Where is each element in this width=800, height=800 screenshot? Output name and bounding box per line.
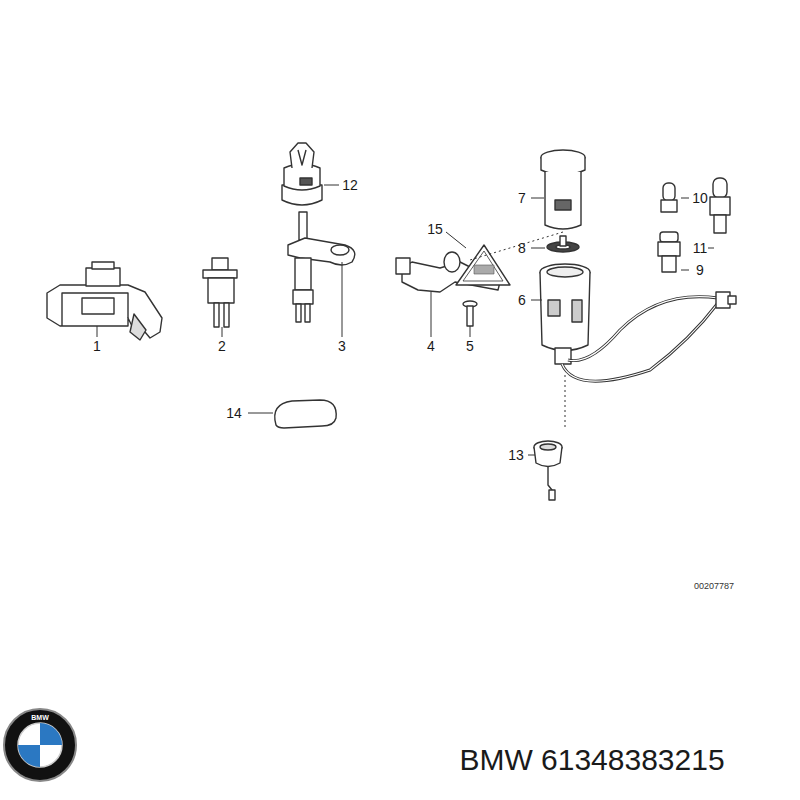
callout-number: 3 — [338, 339, 346, 353]
callout-number: 14 — [226, 406, 242, 420]
leader-lines — [97, 185, 714, 455]
callout-number: 13 — [508, 448, 524, 462]
brand-logo — [4, 709, 76, 781]
callout-number: 10 — [692, 191, 708, 205]
callout-number: 4 — [427, 339, 435, 353]
callout-number: 5 — [466, 339, 474, 353]
callout-number: 11 — [693, 241, 708, 255]
callout-number: 12 — [342, 178, 358, 192]
callout-number: 15 — [427, 222, 443, 236]
callout-number: 2 — [218, 339, 226, 353]
callout-number: 6 — [518, 293, 526, 307]
callout-number: 9 — [696, 263, 704, 277]
part-number: BMW 61348383215 — [459, 745, 724, 775]
logo-text: BMW — [31, 714, 49, 721]
callout-number: 8 — [518, 241, 526, 255]
drawing-number: 00207787 — [694, 582, 734, 591]
callout-number: 1 — [93, 339, 101, 353]
callout-number: 7 — [518, 191, 526, 205]
